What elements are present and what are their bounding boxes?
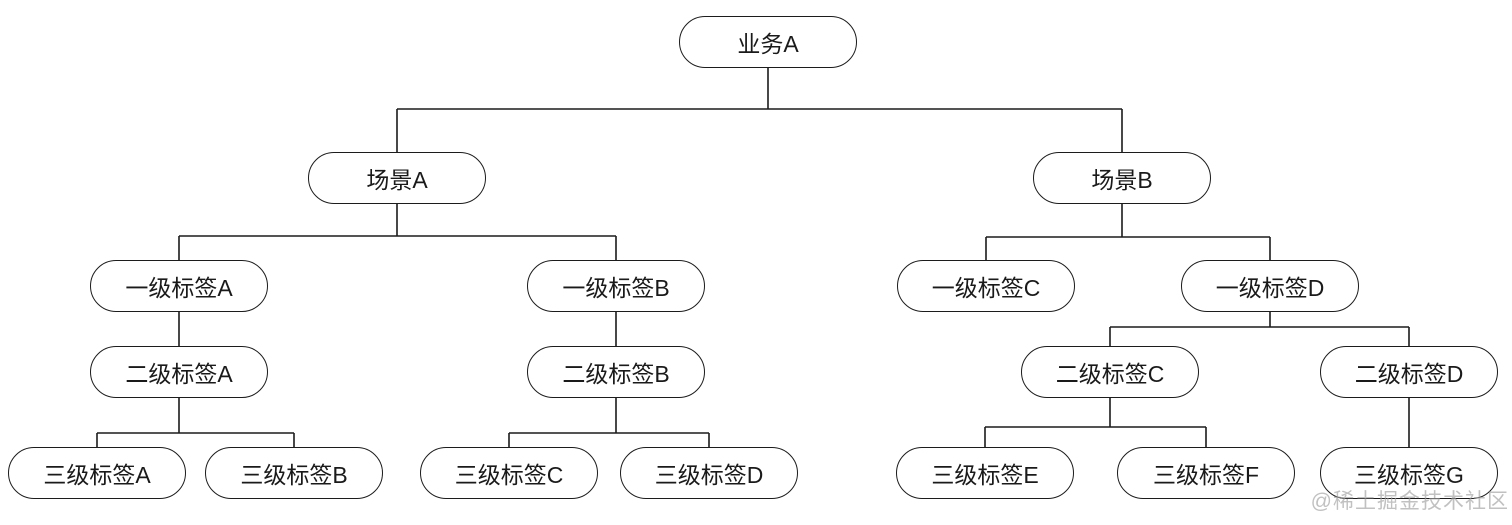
node-tag1-b: 一级标签B bbox=[527, 260, 705, 312]
node-tag3-c: 三级标签C bbox=[420, 447, 598, 499]
node-tag3-e: 三级标签E bbox=[896, 447, 1074, 499]
node-tag1-c: 一级标签C bbox=[897, 260, 1075, 312]
node-tag1-d: 一级标签D bbox=[1181, 260, 1359, 312]
node-tag2-c: 二级标签C bbox=[1021, 346, 1199, 398]
node-scene-b: 场景B bbox=[1033, 152, 1211, 204]
node-tag3-b: 三级标签B bbox=[205, 447, 383, 499]
juejin-watermark: @稀土掘金技术社区 bbox=[1310, 490, 1509, 513]
node-tag1-a: 一级标签A bbox=[90, 260, 268, 312]
node-tag2-b: 二级标签B bbox=[527, 346, 705, 398]
node-scene-a: 场景A bbox=[308, 152, 486, 204]
node-tag3-g: 三级标签G bbox=[1320, 447, 1498, 499]
node-tag3-a: 三级标签A bbox=[8, 447, 186, 499]
node-tag3-f: 三级标签F bbox=[1117, 447, 1295, 499]
node-tag2-d: 二级标签D bbox=[1320, 346, 1498, 398]
node-tag3-d: 三级标签D bbox=[620, 447, 798, 499]
node-tag2-a: 二级标签A bbox=[90, 346, 268, 398]
node-business-a: 业务A bbox=[679, 16, 857, 68]
